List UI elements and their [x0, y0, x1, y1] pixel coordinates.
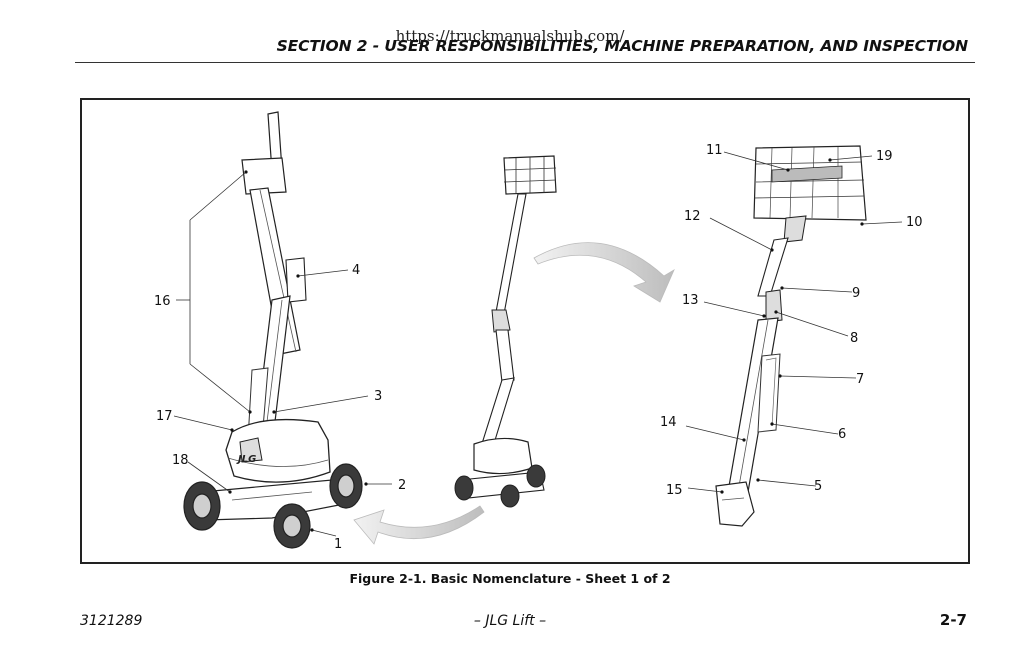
callout-13: 13 — [682, 293, 699, 308]
callout-10: 10 — [906, 215, 923, 230]
figure-caption: Figure 2-1. Basic Nomenclature - Sheet 1… — [349, 571, 671, 586]
callout-11: 11 — [706, 143, 723, 158]
callout-15: 15 — [666, 483, 683, 498]
callout-2: 2 — [398, 478, 406, 493]
callout-18: 18 — [172, 453, 189, 468]
callout-14: 14 — [660, 415, 677, 430]
document-number: 3121289 — [80, 613, 143, 629]
figure-frame: JLG — [80, 98, 970, 564]
callout-9: 9 — [852, 286, 860, 301]
callout-5: 5 — [814, 479, 822, 494]
callout-16: 16 — [154, 294, 171, 309]
footer-center-title: – JLG Lift – — [473, 613, 547, 629]
callout-17: 17 — [156, 409, 173, 424]
callout-19: 19 — [876, 149, 893, 164]
callout-leaders — [173, 151, 903, 537]
callout-8: 8 — [850, 331, 858, 346]
callout-12: 12 — [684, 209, 701, 224]
page-number: 2-7 — [939, 611, 967, 629]
watermark-url: https://truckmanualshub.com/ — [395, 27, 625, 45]
section-title: SECTION 2 - USER RESPONSIBILITIES, MACHI… — [276, 37, 969, 55]
callout-3: 3 — [374, 389, 382, 404]
middle-machine — [454, 155, 557, 508]
header-rule — [75, 62, 975, 63]
callout-4: 4 — [352, 263, 360, 278]
right-machine — [715, 145, 867, 527]
rotate-arrow-bottom — [353, 505, 485, 545]
jlg-logo: JLG — [236, 454, 256, 465]
nomenclature-illustration: JLG — [154, 111, 923, 552]
callout-labels: 1 2 3 4 5 6 7 8 9 10 11 12 13 14 15 16 1… — [154, 143, 923, 552]
callout-1: 1 — [334, 537, 342, 552]
callout-6: 6 — [838, 427, 846, 442]
rotate-arrow-top — [533, 242, 675, 303]
callout-7: 7 — [856, 372, 864, 387]
left-machine: JLG — [183, 111, 363, 549]
